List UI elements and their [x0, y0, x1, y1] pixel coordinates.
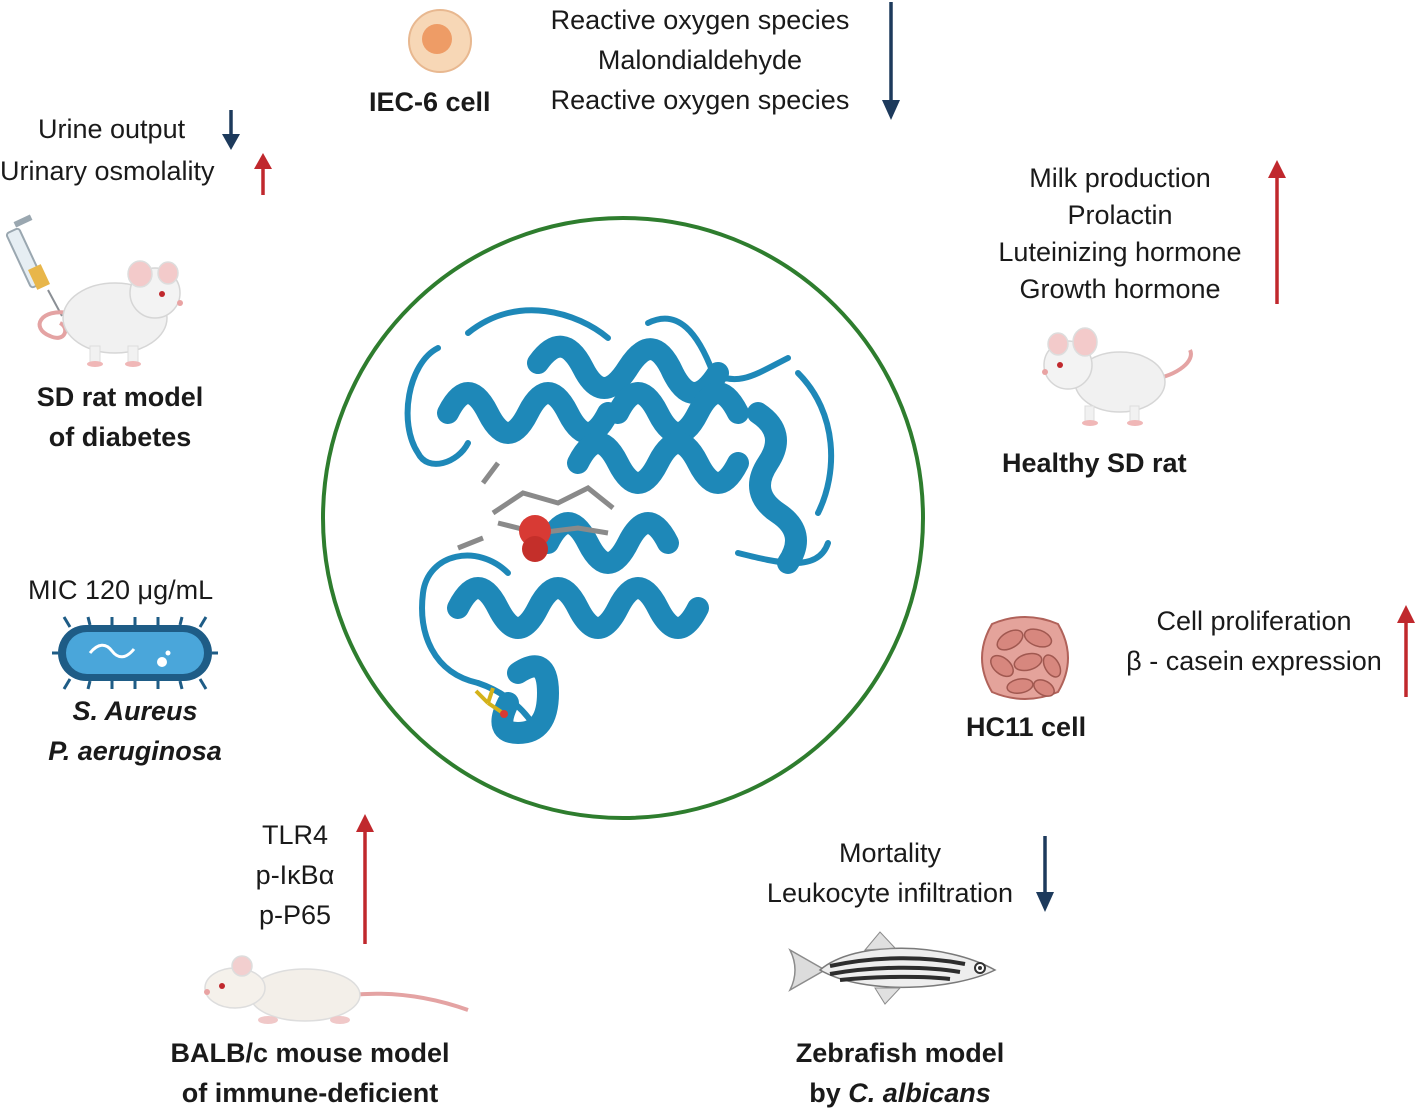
up-arrow-icon [356, 814, 374, 944]
down-arrow-icon [1036, 836, 1054, 912]
diabetes-label-line1: SD rat model [36, 382, 204, 412]
zebrafish-label: Zebrafish model by C. albicans [740, 1033, 1060, 1113]
hc11-effect-1: Cell proliferation [1156, 606, 1352, 636]
zebrafish-icon [788, 931, 997, 1005]
iec6-effects: Reactive oxygen species Malondialdehyde … [520, 0, 880, 120]
zebrafish-label-prefix: by [809, 1078, 849, 1108]
syringe-rat-icon [5, 214, 183, 367]
healthy-rat-label: Healthy SD rat [1002, 448, 1187, 478]
diabetes-label-line2: of diabetes [48, 422, 192, 452]
bacteria-mic: MIC 120 μg/mL [28, 575, 214, 605]
balbc-mouse-icon [204, 955, 469, 1024]
zebrafish-label-line1: Zebrafish model [795, 1038, 1005, 1068]
diabetes-label: SD rat model of diabetes [0, 377, 240, 457]
up-arrow-icon [1397, 605, 1415, 697]
down-arrow-icon [222, 110, 240, 150]
zebrafish-effects: Mortality Leukocyte infiltration [745, 833, 1035, 913]
balbc-label-line1: BALB/c mouse model [170, 1038, 450, 1068]
bacteria-species-2: P. aeruginosa [48, 736, 222, 766]
diabetes-effect-2: Urinary osmolality [0, 156, 215, 186]
balbc-effect-1: TLR4 [261, 820, 329, 850]
hc11-effect-2: β - casein expression [1126, 646, 1382, 676]
hc11-cell-icon [981, 616, 1069, 700]
zebrafish-label-line2: by C. albicans [740, 1073, 1060, 1113]
bacteria-species-1: S. Aureus [72, 696, 198, 726]
healthy-effect-2: Prolactin [1067, 200, 1173, 230]
zebrafish-label-species: C. albicans [848, 1078, 991, 1108]
iec6-effect-3: Reactive oxygen species [550, 85, 850, 115]
balbc-effect-2: p-IκBα [255, 860, 335, 890]
sulfate-icon [474, 687, 505, 715]
healthy-rat-effects: Milk production Prolactin Luteinizing ho… [970, 160, 1270, 308]
zebrafish-effect-1: Mortality [838, 838, 941, 868]
heme-group-icon [457, 461, 615, 551]
iec6-effect-2: Malondialdehyde [597, 45, 803, 75]
hc11-effects: Cell proliferation β - casein expression [1104, 601, 1404, 681]
healthy-effect-3: Luteinizing hormone [998, 237, 1242, 267]
healthy-rat-icon [1042, 327, 1193, 426]
balbc-label: BALB/c mouse model of immune-deficient [130, 1033, 490, 1113]
diabetes-effect-1: Urine output [38, 114, 186, 144]
syringe-icon [5, 214, 63, 317]
balbc-label-line2: of immune-deficient [181, 1078, 439, 1108]
bacteria-species: S. Aureus P. aeruginosa [0, 691, 270, 771]
up-arrow-icon [254, 153, 272, 195]
zebrafish-effect-2: Leukocyte infiltration [766, 878, 1014, 908]
iec6-effect-1: Reactive oxygen species [550, 5, 850, 35]
up-arrow-icon [1268, 160, 1286, 304]
protein-ribbon-icon [404, 307, 835, 744]
healthy-effect-4: Growth hormone [1019, 274, 1221, 304]
healthy-effect-1: Milk production [1029, 163, 1211, 193]
bacterium-icon [52, 616, 218, 690]
iec6-label: IEC-6 cell [369, 87, 491, 117]
balbc-effect-3: p-P65 [258, 900, 332, 930]
hc11-label: HC11 cell [966, 712, 1087, 742]
down-arrow-icon [882, 2, 900, 120]
protein-circle [321, 216, 925, 820]
iec6-cell-icon [408, 9, 472, 73]
balbc-effects: TLR4 p-IκBα p-P65 [230, 815, 360, 935]
